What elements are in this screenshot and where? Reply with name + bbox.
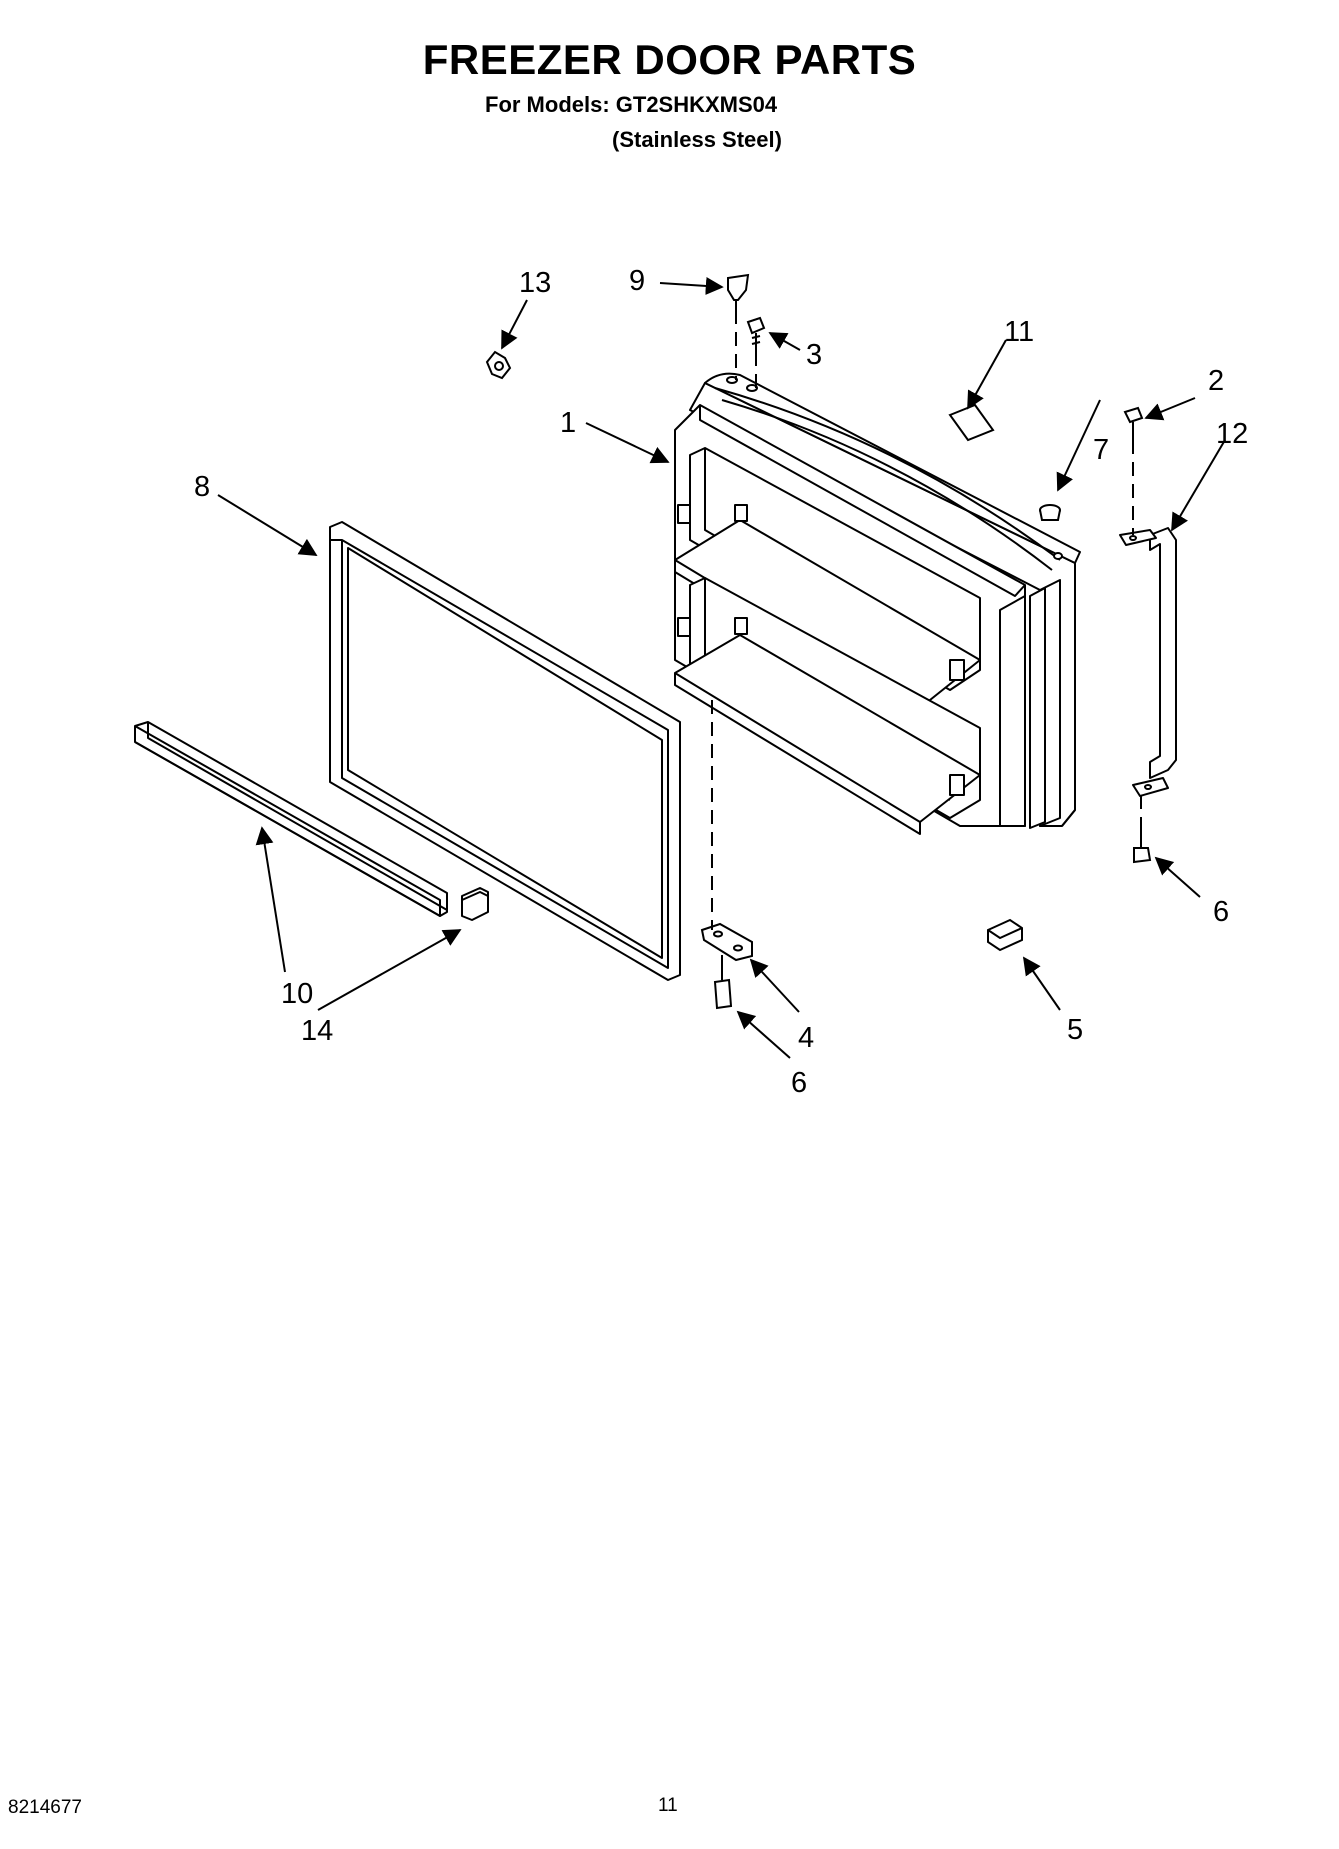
callout-13: 13 xyxy=(519,267,551,299)
callout-10: 10 xyxy=(281,978,313,1010)
end-cap-part xyxy=(461,887,489,921)
bottom-hinge-part xyxy=(700,922,753,962)
document-number: 8214677 xyxy=(8,1797,82,1818)
assembly-lines xyxy=(711,310,1142,930)
callout-9: 9 xyxy=(629,265,645,297)
page-number: 11 xyxy=(658,1795,678,1816)
callout-4: 4 xyxy=(798,1022,814,1054)
callout-11: 11 xyxy=(1004,316,1034,348)
door-trim-part xyxy=(134,721,448,917)
page-title: FREEZER DOOR PARTS xyxy=(422,36,917,83)
handle-screw-top-part xyxy=(1123,406,1144,440)
callout-14: 14 xyxy=(301,1015,333,1047)
badge-part xyxy=(948,403,995,442)
callout-1: 1 xyxy=(560,407,576,439)
callout-5: 5 xyxy=(1067,1014,1083,1046)
hinge-screw-part xyxy=(713,955,733,1010)
callout-8: 8 xyxy=(194,471,210,503)
door-handle-part xyxy=(1119,527,1177,797)
plug-button-part xyxy=(727,273,750,310)
models-line: For Models: GT2SHKXMS04 xyxy=(485,92,778,117)
callout-2: 2 xyxy=(1208,365,1224,397)
handle-screw-bottom-part xyxy=(1133,830,1152,864)
callout-12: 12 xyxy=(1216,418,1248,450)
top-screw-part xyxy=(746,316,766,352)
door-gasket-part xyxy=(329,521,681,981)
small-bracket-part xyxy=(987,918,1023,952)
wire-clip-part xyxy=(485,350,512,380)
callout-3: 3 xyxy=(806,339,822,371)
callout-6-bottom: 6 xyxy=(791,1067,807,1099)
door-shelf-lower xyxy=(674,634,981,823)
callout-labels: 9 13 3 11 2 12 1 7 8 6 10 14 4 5 6 xyxy=(194,265,1248,1099)
freezer-door-part xyxy=(674,372,1081,835)
finish-line: (Stainless Steel) xyxy=(612,127,782,152)
side-plug-part xyxy=(1039,504,1061,521)
leader-arrows xyxy=(217,276,1226,1059)
callout-6-right: 6 xyxy=(1213,896,1229,928)
callout-7: 7 xyxy=(1093,434,1109,466)
